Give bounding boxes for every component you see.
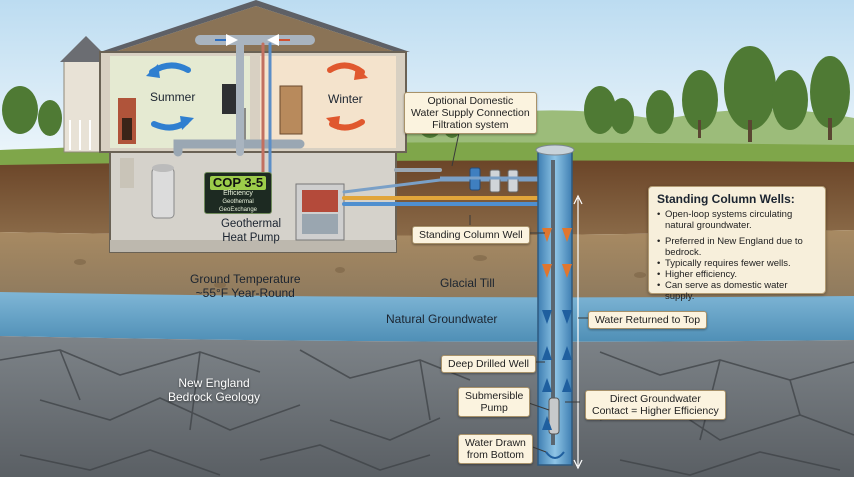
bedrock-label: New England Bedrock Geology — [168, 376, 260, 404]
domestic-water-callout: Optional Domestic Water Supply Connectio… — [404, 92, 537, 134]
groundwater-label: Natural Groundwater — [386, 312, 498, 326]
bedrock-line1: New England — [178, 376, 250, 390]
panel-bullet: Can serve as domestic water supply. — [657, 280, 817, 302]
direct-contact-line2: Contact = Higher Efficiency — [592, 405, 719, 417]
house — [60, 0, 410, 253]
water-drawn-line2: from Bottom — [466, 449, 525, 461]
direct-contact-callout: Direct Groundwater Contact = Higher Effi… — [585, 390, 726, 420]
panel-bullet: Higher efficiency. — [657, 269, 817, 280]
panel-title: Standing Column Wells: — [657, 192, 795, 206]
summer-label: Summer — [150, 90, 196, 104]
domestic-water-line2: Water Supply Connection — [411, 107, 530, 119]
submersible-line2: Pump — [480, 402, 508, 414]
cop-badge: COP 3-5 Efficiency Geothermal GeoExchang… — [204, 172, 272, 214]
depth-indicator — [573, 194, 583, 470]
water-returned-callout: Water Returned to Top — [588, 311, 708, 329]
cop-value: COP 3-5 — [210, 176, 266, 190]
groundwater-layer — [0, 292, 854, 342]
heat-pump-label-line2: Heat Pump — [222, 232, 280, 244]
ground-temp-label: Ground Temperature ~55°F Year-Round — [190, 272, 301, 300]
water-drawn-callout: Water Drawn from Bottom — [458, 434, 533, 464]
panel-bullet: Open-loop systems circulating natural gr… — [657, 209, 817, 231]
standing-column-callout: Standing Column Well — [412, 226, 530, 244]
panel-bullets: Open-loop systems circulating natural gr… — [657, 209, 817, 302]
winter-label: Winter — [328, 92, 363, 106]
domestic-water-line1: Optional Domestic — [427, 95, 514, 107]
bedrock-line2: Bedrock Geology — [168, 390, 261, 404]
panel-bullet: Preferred in New England due to bedrock. — [657, 236, 817, 258]
filtration-units — [440, 167, 540, 193]
glacial-till-label: Glacial Till — [440, 276, 495, 290]
cop-subtitle: Efficiency — [223, 190, 253, 197]
heat-pump-label-line1: Geothermal — [220, 218, 282, 230]
water-drawn-line1: Water Drawn — [465, 437, 526, 449]
standing-column-well — [535, 144, 575, 466]
standing-column-info-panel: Standing Column Wells: Open-loop systems… — [648, 186, 826, 302]
panel-bullet: Typically requires fewer wells. — [657, 258, 817, 269]
domestic-water-line3: Filtration system — [432, 119, 509, 131]
ground-temp-line1: Ground Temperature — [190, 272, 301, 286]
direct-contact-line1: Direct Groundwater — [609, 393, 701, 405]
deep-drilled-callout: Deep Drilled Well — [441, 355, 536, 373]
ground-temp-line2: ~55°F Year-Round — [195, 286, 295, 300]
submersible-pump-callout: Submersible Pump — [458, 387, 531, 417]
cop-brand: Geothermal GeoExchange — [218, 199, 258, 213]
submersible-line1: Submersible — [465, 390, 524, 402]
heat-pump-label: Geothermal Heat Pump — [206, 217, 296, 245]
